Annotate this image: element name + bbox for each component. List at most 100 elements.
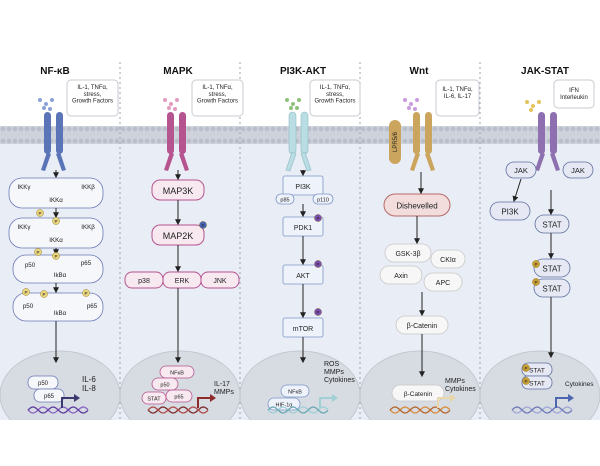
node-axin	[379, 265, 423, 285]
phosphate-marker	[40, 290, 48, 298]
phosphate-label: P	[42, 292, 45, 297]
p110-label: p110	[317, 198, 329, 204]
gsk3b-label: GSK-3β	[395, 251, 420, 258]
nucleus-stat-label-1: STAT	[529, 368, 545, 375]
ikka-label-2: IKKα	[49, 237, 63, 244]
nucleus-p65-label-mapk: p65	[174, 395, 183, 401]
receptor-mapk	[164, 112, 189, 171]
receptor-pi3k	[285, 111, 312, 172]
stat-label-2: STAT	[542, 265, 561, 274]
nucleus-nfkb-label-pi3k: NFκB	[288, 390, 302, 396]
phosphate-marker	[82, 289, 90, 297]
dna-strand	[27, 406, 89, 414]
pathway-title-pi3k-akt: PI3K-AKT	[280, 66, 326, 77]
phosphate-marker	[199, 221, 207, 229]
nucleus-stat-label-mapk: STAT	[147, 397, 161, 403]
cell-membrane	[0, 126, 600, 144]
phosphate-marker	[52, 217, 60, 225]
nucleus-p50-mapk	[151, 377, 179, 391]
p65-label-2: p65	[87, 303, 98, 310]
lrp-label: LPR5/6	[393, 131, 399, 152]
ikba-label-2: IkBα	[54, 310, 67, 317]
nucleus-nfkb-pi3k	[280, 384, 310, 398]
nucleus-p50-label-nfkb: p50	[38, 381, 49, 387]
akt-label: AKT	[296, 273, 310, 280]
ikka-label-1: IKKα	[49, 197, 63, 204]
ligand-box-wnt	[435, 79, 480, 117]
pdk1-label: PDK1	[294, 225, 312, 232]
pathway-title-wnt: Wnt	[410, 66, 430, 77]
phosphate-label: P	[201, 223, 204, 228]
map3k-label: MAP3K	[163, 186, 194, 196]
pi3k-label: PI3K	[295, 184, 311, 191]
phosphate-marker	[36, 209, 44, 217]
p50-label-1: p50	[25, 262, 36, 269]
nucleus-stat-2	[521, 375, 553, 390]
node-apc	[423, 272, 463, 292]
ligand-text-pi3k: IL-1, TNFα,stress,Growth Factors	[314, 85, 355, 105]
bcatenin-label: β-Catenin	[407, 323, 438, 330]
node-p110	[312, 193, 334, 205]
map2k-label: MAP2K	[163, 231, 194, 241]
phosphate-label: P	[54, 254, 57, 259]
p38-label: p38	[138, 278, 150, 285]
phosphate-marker	[532, 278, 540, 286]
phosphate-label: P	[54, 219, 57, 224]
phosphate-label: P	[36, 250, 39, 255]
phosphate-marker	[314, 260, 322, 268]
ligand-box-nfkb	[66, 79, 119, 117]
nucleus-p65-nfkb	[33, 388, 65, 403]
jak-target-genes: Cytokines	[565, 381, 594, 388]
node-p85	[275, 193, 295, 205]
node-jak-2	[562, 161, 594, 179]
jak-label-2: JAK	[571, 166, 585, 175]
erk-label: ERK	[175, 278, 190, 285]
nucleus-bcatenin	[391, 384, 445, 402]
p65-label-1: p65	[81, 260, 92, 267]
nucleus-p50-label-mapk: p50	[160, 383, 169, 389]
nucleus-nfkb-mapk	[159, 365, 195, 379]
ligand-box-jak	[553, 79, 595, 109]
phosphate-label: P	[524, 366, 527, 371]
phosphate-marker	[22, 288, 30, 296]
pathway-title-mapk: MAPK	[163, 66, 193, 77]
mtor-label: mTOR	[293, 326, 313, 333]
phosphate-label: P	[534, 280, 537, 285]
receptor-wnt	[410, 112, 435, 171]
dna-strand	[267, 406, 329, 414]
node-jak-1	[505, 161, 537, 179]
nucleus-nfkb-label-mapk: NFκB	[170, 371, 184, 377]
jak-arrows	[512, 178, 554, 359]
phosphate-label: P	[316, 262, 319, 267]
jak-label-1: JAK	[514, 166, 528, 175]
apc-label: APC	[436, 280, 450, 287]
dna-strand	[389, 406, 451, 414]
phosphate-label: P	[316, 216, 319, 221]
receptor-nfkb	[41, 112, 66, 171]
phosphate-label: P	[24, 290, 27, 295]
dna-strand	[147, 406, 209, 414]
pi3k-jak-label: PI3K	[501, 208, 519, 217]
phosphate-label: P	[316, 310, 319, 315]
stat-label-3: STAT	[542, 285, 561, 294]
phosphate-label: P	[524, 379, 527, 384]
receptor-lrp	[389, 120, 401, 164]
nucleus-p65-label-nfkb: p65	[44, 394, 55, 400]
receptor-jak	[535, 112, 560, 171]
p85-label: p85	[280, 198, 289, 204]
ikkg-label-1: IKKγ	[17, 184, 31, 191]
phosphate-label: P	[534, 262, 537, 267]
phosphate-marker	[522, 364, 530, 372]
nucleus-bcatenin-label: β-Catenin	[404, 391, 433, 398]
dna-strand	[511, 406, 573, 414]
node-gsk3b	[384, 243, 432, 263]
phosphate-marker	[532, 260, 540, 268]
axin-label: Axin	[394, 273, 408, 280]
phosphate-label: P	[38, 211, 41, 216]
stat-label-1: STAT	[542, 221, 561, 230]
ligand-text-wnt: IL-1, TNFα,IL-6, IL-17	[442, 87, 473, 100]
phosphate-label: P	[84, 291, 87, 296]
